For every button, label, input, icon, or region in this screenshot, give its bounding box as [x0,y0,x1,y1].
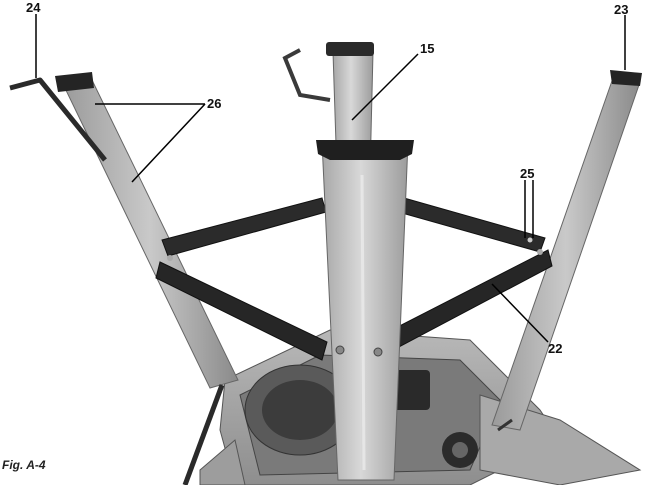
figure-caption: Fig. A-4 [2,458,46,472]
callout-23: 23 [614,2,629,17]
front-leg [316,140,414,481]
left-leg [9,72,239,485]
leader-lines [35,14,626,343]
callout-15: 15 [420,41,435,56]
right-leg [491,70,642,432]
base-housing [199,329,642,485]
callout-25: 25 [520,166,535,181]
callout-22: 22 [548,341,563,356]
callout-26: 26 [207,96,222,111]
frame-rails [155,197,553,361]
callout-24: 24 [26,0,41,15]
